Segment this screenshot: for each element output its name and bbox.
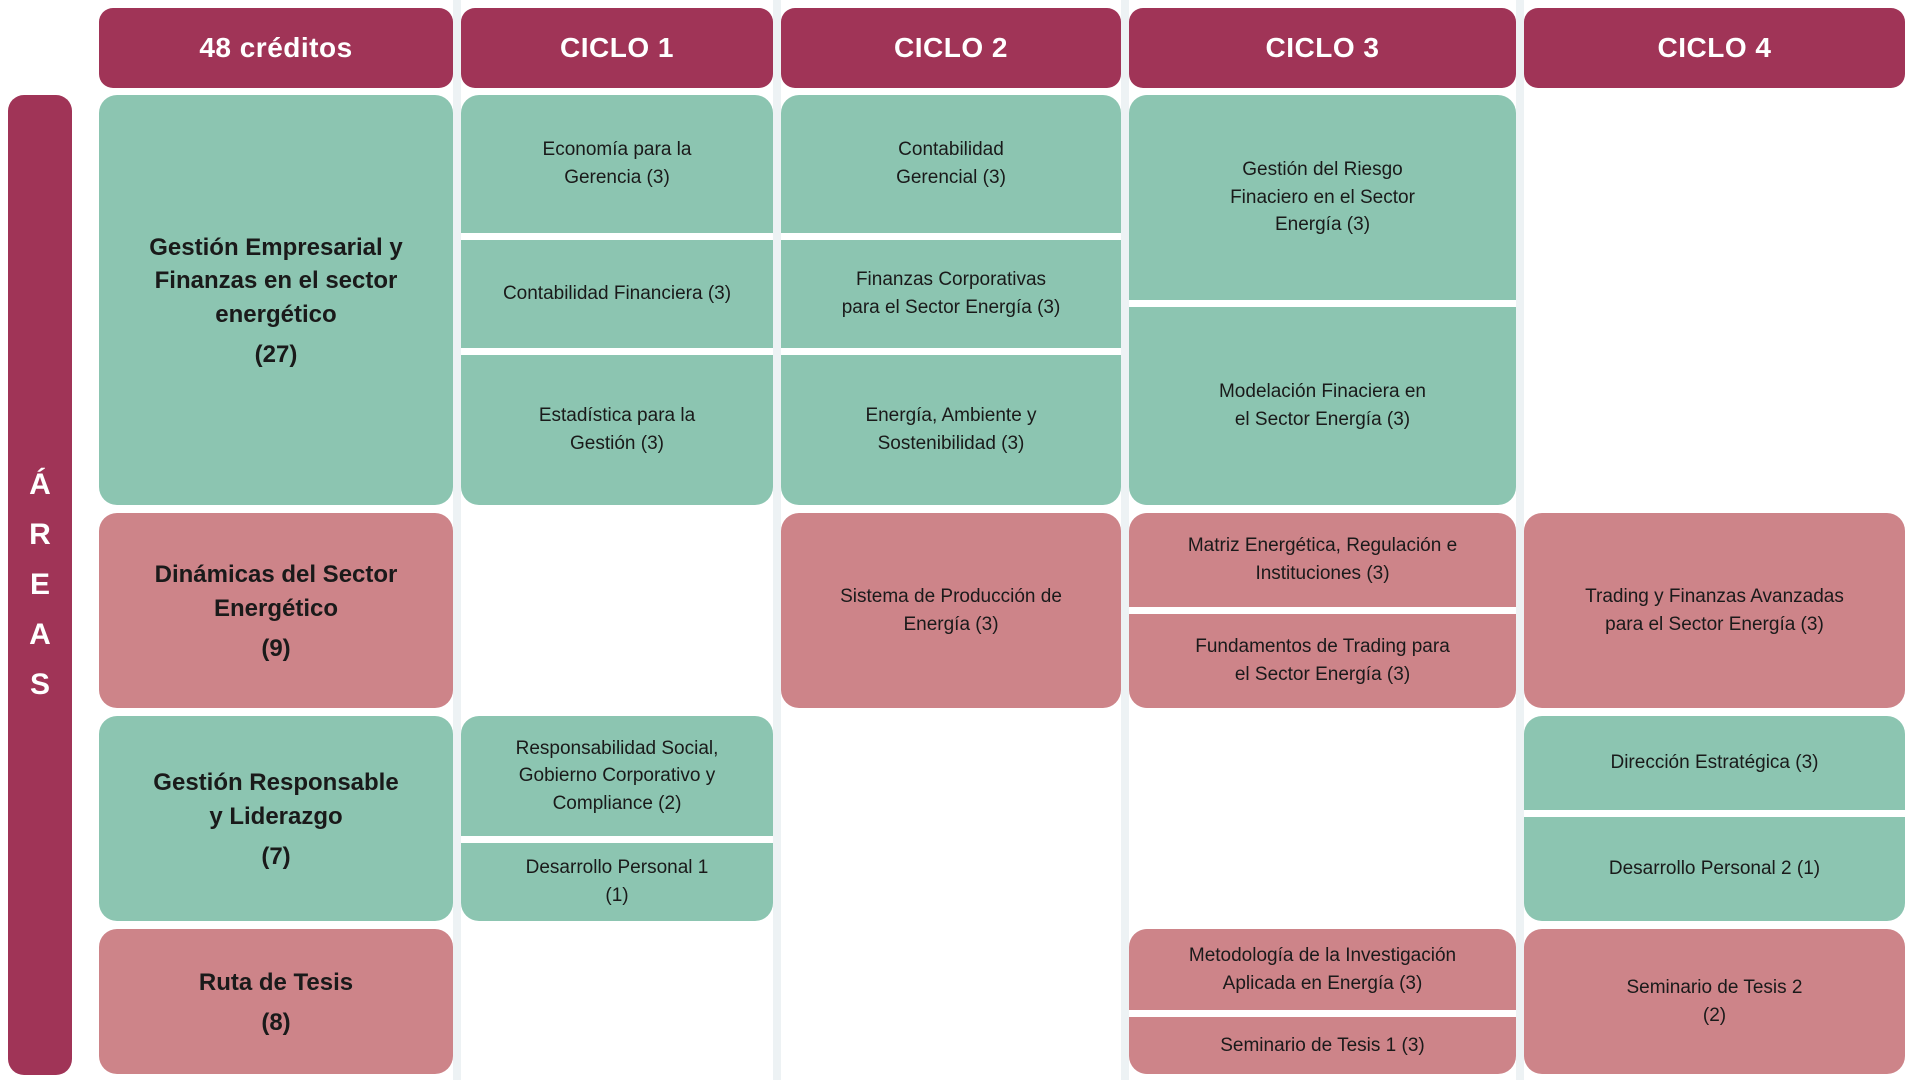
course-cell-sistema-produccion: Sistema de Producción de Energía (3) (781, 513, 1121, 708)
header-ciclo-2: CICLO 2 (781, 8, 1121, 88)
column-separator (1121, 0, 1129, 1080)
header-ciclo-1: CICLO 1 (461, 8, 773, 88)
course-cell-economia-gerencia: Economía para la Gerencia (3) (461, 95, 773, 233)
column-separator (453, 0, 461, 1080)
area-title: Dinámicas del Sector Energético (154, 560, 398, 622)
area-title: Gestión Responsable y Liderazgo (153, 768, 399, 830)
course-cell-energia-ambiente: Energía, Ambiente y Sostenibilidad (3) (781, 355, 1121, 505)
ciclo4-area4-group: Seminario de Tesis 2 (2) (1524, 929, 1905, 1074)
ciclo4-area2-group: Trading y Finanzas Avanzadas para el Sec… (1524, 513, 1905, 708)
areas-letter: Á (29, 468, 51, 501)
area-box-gestion-responsable: Gestión Responsable y Liderazgo (7) (99, 716, 453, 921)
course-cell-gestion-riesgo: Gestión del Riesgo Finaciero en el Secto… (1129, 95, 1516, 300)
area-box-ruta-tesis: Ruta de Tesis (8) (99, 929, 453, 1074)
course-cell-contabilidad-financiera: Contabilidad Financiera (3) (461, 240, 773, 348)
course-cell-contabilidad-gerencial: Contabilidad Gerencial (3) (781, 95, 1121, 233)
course-cell-desarrollo-personal-1: Desarrollo Personal 1 (1) (461, 843, 773, 921)
ciclo3-area1-group: Gestión del Riesgo Finaciero en el Secto… (1129, 95, 1516, 505)
ciclo2-area2-group: Sistema de Producción de Energía (3) (781, 513, 1121, 708)
course-cell-trading-finanzas: Trading y Finanzas Avanzadas para el Sec… (1524, 513, 1905, 708)
ciclo2-area1-group: Contabilidad Gerencial (3) Finanzas Corp… (781, 95, 1121, 505)
ciclo1-area3-group: Responsabilidad Social, Gobierno Corpora… (461, 716, 773, 921)
area-title: Gestión Empresarial y Finanzas en el sec… (149, 233, 403, 328)
course-cell-seminario-tesis-2: Seminario de Tesis 2 (2) (1524, 929, 1905, 1074)
header-ciclo-3: CICLO 3 (1129, 8, 1516, 88)
area-title: Ruta de Tesis (198, 968, 354, 996)
course-cell-seminario-tesis-1: Seminario de Tesis 1 (3) (1129, 1017, 1516, 1074)
course-cell-direccion-estrategica: Dirección Estratégica (3) (1524, 716, 1905, 810)
column-separator (1516, 0, 1524, 1080)
course-cell-matriz-energetica: Matriz Energética, Regulación e Instituc… (1129, 513, 1516, 607)
area-box-gestion-empresarial: Gestión Empresarial y Finanzas en el sec… (99, 95, 453, 505)
areas-letter: S (29, 668, 50, 701)
header-ciclo-4: CICLO 4 (1524, 8, 1905, 88)
ciclo3-area4-group: Metodología de la Investigación Aplicada… (1129, 929, 1516, 1074)
ciclo3-area2-group: Matriz Energética, Regulación e Instituc… (1129, 513, 1516, 708)
area-credits: (27) (254, 341, 298, 369)
header-credits: 48 créditos (99, 8, 453, 88)
areas-letter: E (29, 568, 50, 601)
course-cell-finanzas-corporativas: Finanzas Corporativas para el Sector Ene… (781, 240, 1121, 348)
area-box-dinamicas-sector: Dinámicas del Sector Energético (9) (99, 513, 453, 708)
areas-letter: A (29, 618, 51, 651)
areas-vertical-label: Á R E A S (8, 95, 72, 1075)
course-cell-desarrollo-personal-2: Desarrollo Personal 2 (1) (1524, 817, 1905, 921)
course-cell-responsabilidad-social: Responsabilidad Social, Gobierno Corpora… (461, 716, 773, 836)
area-credits: (7) (261, 843, 291, 871)
areas-letter: R (29, 518, 51, 551)
course-cell-metodologia-investigacion: Metodología de la Investigación Aplicada… (1129, 929, 1516, 1010)
column-separator (773, 0, 781, 1080)
area-credits: (8) (261, 1009, 291, 1037)
course-cell-fundamentos-trading: Fundamentos de Trading para el Sector En… (1129, 614, 1516, 708)
ciclo4-area3-group: Dirección Estratégica (3) Desarrollo Per… (1524, 716, 1905, 921)
course-cell-modelacion-financiera: Modelación Finaciera en el Sector Energí… (1129, 307, 1516, 505)
ciclo1-area1-group: Economía para la Gerencia (3) Contabilid… (461, 95, 773, 505)
area-credits: (9) (261, 635, 291, 663)
course-cell-estadistica-gestion: Estadística para la Gestión (3) (461, 355, 773, 505)
